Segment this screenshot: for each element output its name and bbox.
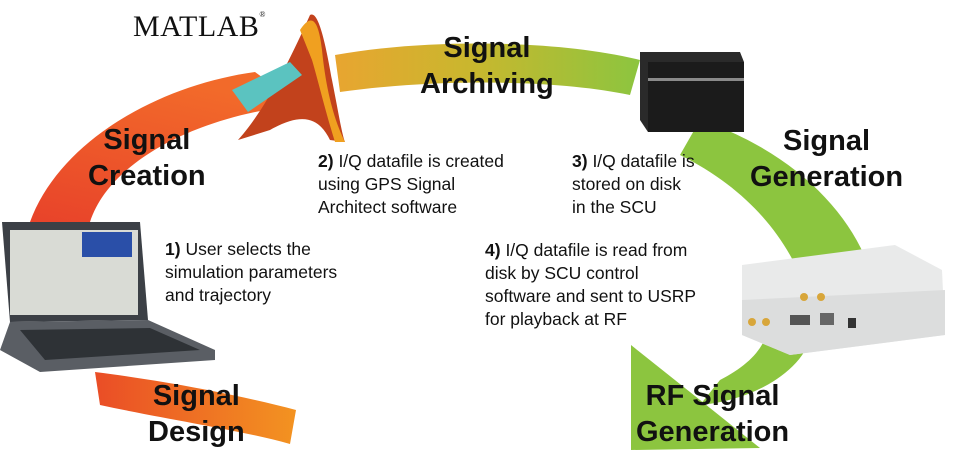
step-1-description: 1) User selects the simulation parameter… [165,238,337,307]
matlab-logo-text: MATLAB [133,10,260,43]
step-line: and trajectory [165,285,272,305]
label-text: Signal Archiving [420,32,554,100]
step-line: disk by SCU control [485,263,639,283]
label-text: Signal Creation [88,124,206,192]
arrow-signal-creation [30,72,300,222]
matlab-logo: MATLAB® [133,10,266,44]
label-text: Signal Generation [750,125,904,193]
arrow-signal-design [95,372,296,444]
step-number: 4) [485,240,501,260]
step-line: in the SCU [572,197,657,217]
arrow-signal-archiving [335,43,640,95]
usrp-device-image [742,245,945,355]
step-number: 2) [318,151,334,171]
label-signal-generation: Signal Generation [750,123,903,195]
label-text: Signal Design [148,380,245,448]
step-3-description: 3) I/Q datafile is stored on disk in the… [572,150,695,219]
scu-computer-image [640,52,744,132]
step-line: I/Q datafile is [592,151,695,171]
step-number: 1) [165,239,181,259]
step-line: for playback at RF [485,309,627,329]
matlab-peak-logo [232,14,345,143]
step-line: I/Q datafile is created [338,151,504,171]
step-2-description: 2) I/Q datafile is created using GPS Sig… [318,150,504,219]
step-line: software and sent to USRP [485,286,697,306]
step-line: stored on disk [572,174,681,194]
laptop-image [0,222,215,372]
step-line: I/Q datafile is read from [505,240,688,260]
label-signal-archiving: Signal Archiving [420,30,554,102]
step-4-description: 4) I/Q datafile is read from disk by SCU… [485,239,696,331]
step-line: simulation parameters [165,262,338,282]
step-number: 3) [572,151,588,171]
label-signal-design: Signal Design [148,378,245,450]
label-rf-signal-generation: RF Signal Generation [636,378,789,450]
step-line: User selects the [185,239,311,259]
arrow-rf-signal-generation [631,345,760,450]
step-line: Architect software [318,197,458,217]
registered-mark: ® [259,10,266,19]
step-line: using GPS Signal [318,174,456,194]
label-text: RF Signal Generation [636,380,790,448]
label-signal-creation: Signal Creation [88,122,206,194]
